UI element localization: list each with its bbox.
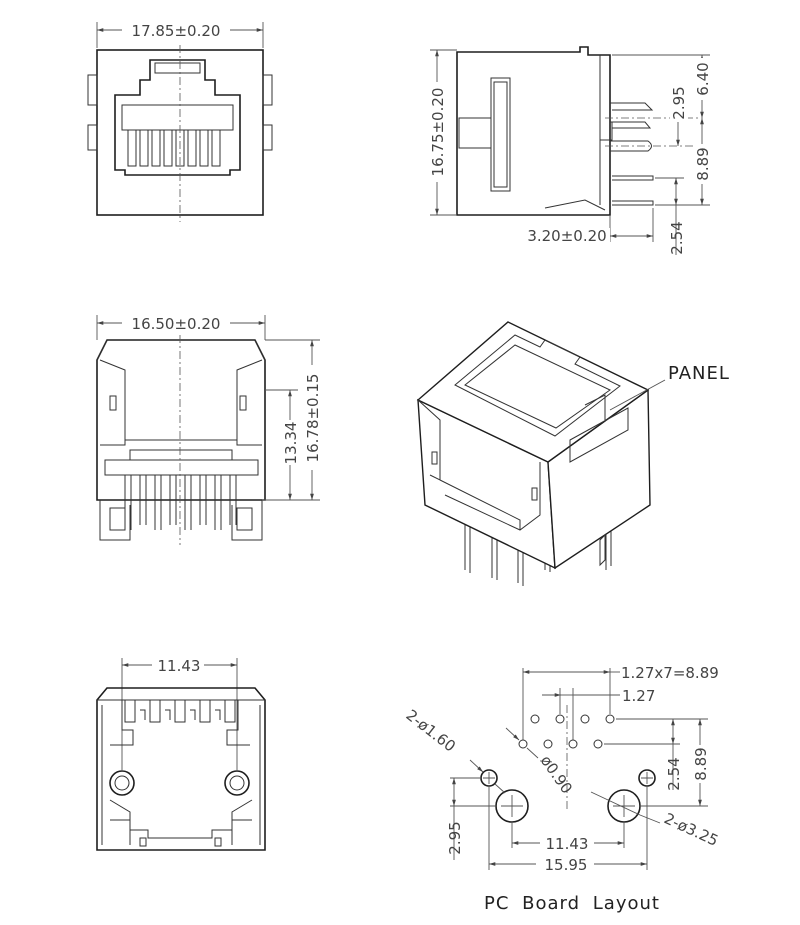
side-view: 16.75±0.20 6.40 2.95 8.89 2.54 3.20±0.20 — [428, 46, 712, 255]
rear-pins — [124, 475, 237, 530]
front-view: 17.85±0.20 — [87, 22, 273, 222]
side-pins — [610, 102, 654, 206]
panel-callout: PANEL — [668, 363, 730, 384]
pcb-post-hole-callout: 2-ø3.25 — [661, 809, 721, 850]
pcb-post-pitch-dim: 11.43 — [546, 835, 589, 853]
pcb-locating-hole-callout: 2-ø1.60 — [403, 706, 459, 756]
rear-height-13-34: 13.34 — [282, 422, 300, 465]
pcb-row-to-post-dim: 8.89 — [692, 747, 710, 780]
pcb-layout: 1.27x7=8.89 1.27 2.54 8.89 2.95 11.43 — [403, 664, 722, 914]
pcb-hole-span-dim: 15.95 — [545, 856, 588, 874]
pcb-pin-hole-callout: ø0.90 — [537, 752, 576, 797]
side-dim-8-89: 8.89 — [694, 147, 712, 180]
pcb-row-offset-dim: 2.54 — [665, 757, 683, 790]
rear-width-dim: 16.50±0.20 — [132, 315, 221, 333]
bottom-view: 11.43 — [96, 657, 266, 851]
isometric-view: PANEL — [416, 321, 730, 586]
side-pin-length-dim: 3.20±0.20 — [527, 227, 606, 245]
side-dim-2-54: 2.54 — [668, 221, 686, 254]
rear-view: 16.50±0.20 13.34 16.78±0.15 — [96, 315, 322, 545]
pin-holes — [518, 714, 615, 749]
contact-slots — [127, 129, 221, 167]
bottom-pitch-dim: 11.43 — [158, 657, 201, 675]
side-height-dim: 16.75±0.20 — [429, 88, 447, 177]
front-width-dim: 17.85±0.20 — [132, 22, 221, 40]
side-dim-2-95: 2.95 — [670, 86, 688, 119]
pcb-post-offset-dim: 2.95 — [446, 821, 464, 854]
side-dim-6-40: 6.40 — [694, 62, 712, 95]
pcb-pin-span-dim: 1.27x7=8.89 — [621, 664, 719, 682]
pcb-pin-pitch-dim: 1.27 — [622, 687, 655, 705]
rear-height-16-78: 16.78±0.15 — [304, 374, 322, 463]
pcb-layout-title: PC Board Layout — [484, 893, 660, 914]
